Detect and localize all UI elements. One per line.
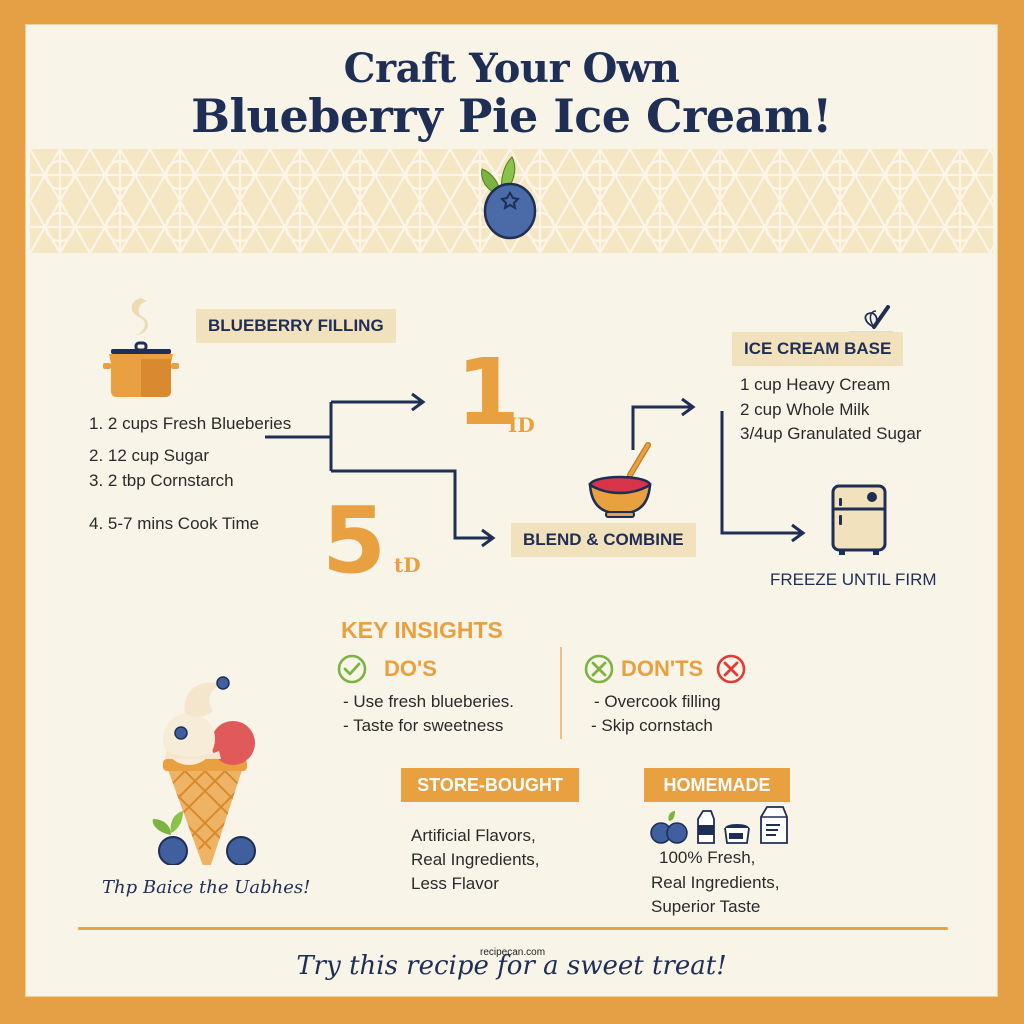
dos-item-2: - Taste for sweetness	[343, 716, 504, 735]
base-item-1: 1 cup Heavy Cream	[740, 375, 891, 394]
base-item-2: 2 cup Whole Milk	[740, 400, 870, 419]
home-line-2: Real Ingredients,	[651, 873, 780, 892]
donts-heading: DON'TS	[583, 653, 747, 685]
watermark: recipecan.com	[480, 947, 546, 958]
freeze-label: FREEZE UNTIL FIRM	[770, 570, 937, 589]
store-line-3: Less Flavor	[411, 874, 499, 893]
dos-heading: DO'S	[336, 653, 437, 685]
sugar-bag-icon	[760, 806, 788, 844]
store-line-2: Real Ingredients,	[411, 850, 540, 869]
milk-carton-icon	[697, 810, 715, 844]
flow-arrows	[265, 392, 806, 548]
dos-heading-text: DO'S	[384, 656, 437, 681]
filling-step-4: 4. 5-7 mins Cook Time	[89, 514, 260, 533]
insights-divider	[560, 647, 562, 739]
dos-item-1: - Use fresh blueberies.	[343, 692, 515, 711]
store-line-1: Artificial Flavors,	[411, 826, 536, 845]
title-line-1: Craft Your Own	[343, 45, 680, 92]
base-label: ICE CREAM BASE	[732, 332, 904, 366]
homemade-icons	[649, 805, 791, 845]
filling-label: BLUEBERRY FILLING	[196, 309, 396, 343]
step-number-five-suffix: tD	[394, 553, 421, 577]
cone-caption: Thp Baice the Uabhes!	[102, 877, 311, 898]
title-line-2: Blueberry Pie Ice Cream!	[191, 89, 832, 143]
step-number-one-suffix: ID	[508, 413, 535, 437]
insights-title: KEY INSIGHTS	[341, 617, 503, 643]
blueberries-icon	[650, 811, 688, 844]
container-icon	[724, 824, 750, 844]
cooking-pot-icon	[103, 298, 179, 397]
footer-divider	[78, 927, 948, 930]
home-line-1: 100% Fresh,	[659, 848, 756, 867]
infographic-panel: Craft Your Own Blueberry Pie Ice Cream!	[25, 24, 998, 997]
step-number-five: 5	[322, 487, 387, 594]
filling-step-1: 1. 2 cups Fresh Blueberies	[89, 414, 292, 433]
footer-tagline: Try this recipe for a sweet treat!	[296, 951, 727, 981]
base-item-3: 3/4up Granulated Sugar	[740, 424, 922, 443]
blueberry-icon	[481, 156, 537, 240]
ice-cream-cone-icon	[152, 676, 256, 865]
mixing-bowl-icon	[588, 442, 652, 518]
step-number-one: 1	[456, 339, 521, 446]
blend-label: BLEND & COMBINE	[511, 523, 696, 557]
x-circle-green-icon	[584, 654, 614, 684]
donts-heading-text: DON'TS	[621, 656, 704, 681]
store-bought-label: STORE-BOUGHT	[401, 768, 579, 802]
donts-item-1: - Overcook filling	[594, 692, 721, 711]
donts-item-2: - Skip cornstach	[591, 716, 713, 735]
check-circle-icon	[337, 654, 367, 684]
x-circle-icon	[716, 654, 746, 684]
homemade-label: HOMEMADE	[644, 768, 790, 802]
freezer-icon	[831, 484, 887, 555]
home-line-3: Superior Taste	[651, 897, 761, 916]
filling-step-2: 2. 12 cup Sugar	[89, 446, 210, 465]
filling-step-3: 3. 2 tbp Cornstarch	[89, 471, 234, 490]
